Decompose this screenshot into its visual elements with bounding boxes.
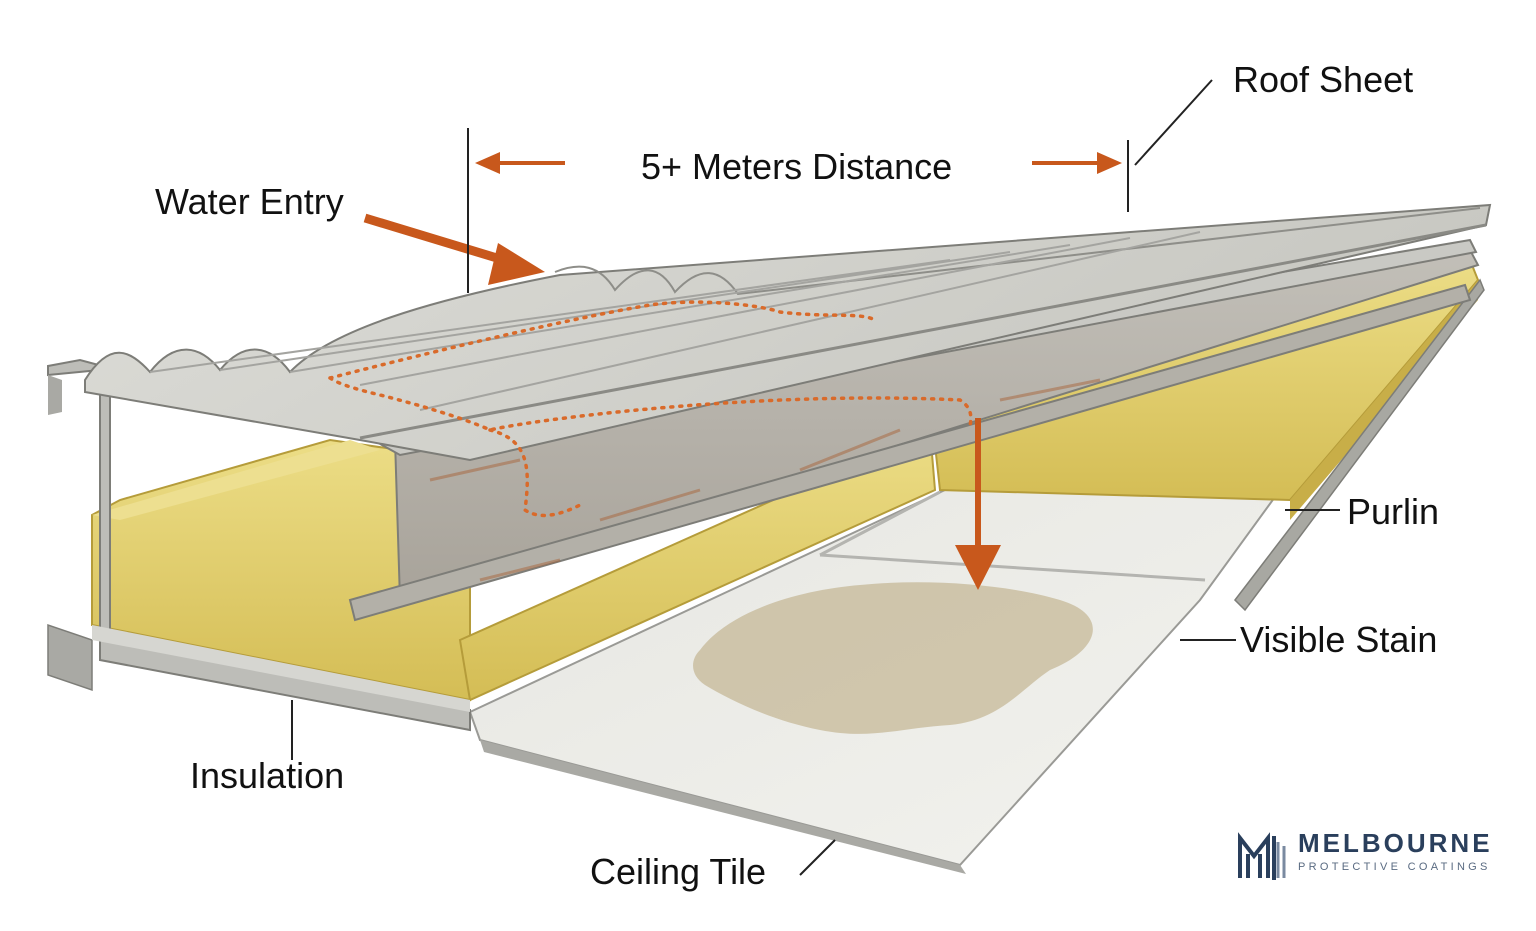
roof-sheet-label: Roof Sheet — [1233, 59, 1414, 100]
ceiling-tile-leader — [799, 839, 836, 876]
roof-sheet — [84, 203, 1492, 462]
c-purlin — [47, 358, 471, 732]
insulation-front — [91, 428, 937, 702]
leader-lines — [291, 79, 1340, 876]
melbourne-logo: MELBOURNE PROTECTIVE COATINGS — [1236, 826, 1506, 880]
purlin-label: Purlin — [1347, 491, 1440, 532]
distance-label: 5+ Meters Distance — [641, 146, 953, 187]
logo-tagline: PROTECTIVE COATINGS — [1298, 861, 1491, 873]
water-stain — [693, 582, 1093, 734]
visible-stain-label: Visible Stain — [1240, 619, 1438, 660]
water-path — [328, 300, 973, 518]
purlin-back — [1234, 278, 1485, 612]
insulation-label: Insulation — [190, 755, 345, 796]
drip-arrow — [955, 418, 1001, 590]
water-entry-label: Water Entry — [155, 181, 344, 222]
water-entry-arrow — [363, 213, 545, 285]
roof-sheet-leader — [1134, 79, 1213, 166]
melbourne-logo-mark — [1238, 832, 1286, 880]
ceiling-tile-label: Ceiling Tile — [590, 851, 767, 892]
logo-name: MELBOURNE — [1298, 828, 1493, 858]
distance-arrows — [467, 128, 1129, 293]
